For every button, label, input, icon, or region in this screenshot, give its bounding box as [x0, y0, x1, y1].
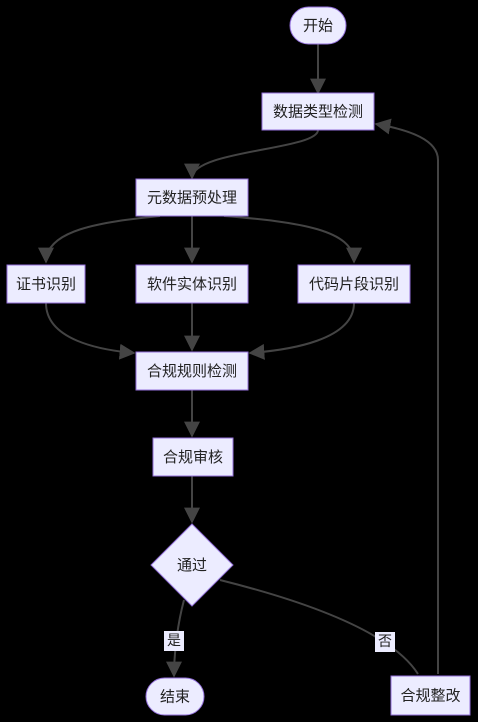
node-review-label: 合规审核 [163, 448, 223, 466]
edge-label-no-text: 否 [378, 634, 392, 650]
edge-preprocess-to-code [223, 215, 362, 264]
node-preprocess-label: 元数据预处理 [147, 189, 237, 207]
node-end: 结束 [145, 677, 205, 716]
edge-fix-to-type-check [374, 118, 439, 674]
edges [38, 44, 439, 678]
node-pass: 通过 [150, 523, 234, 607]
node-fix: 合规整改 [390, 675, 471, 716]
edge-label-yes-text: 是 [167, 633, 181, 649]
node-fix-label: 合规整改 [400, 687, 460, 705]
edge-label-yes: 是 [164, 631, 184, 651]
node-start-label: 开始 [303, 17, 333, 35]
node-start: 开始 [289, 6, 347, 45]
node-type-check: 数据类型检测 [261, 92, 375, 131]
node-software: 软件实体识别 [135, 264, 249, 304]
node-rule-check: 合规规则检测 [135, 351, 249, 391]
node-type-check-label: 数据类型检测 [273, 103, 363, 121]
node-code-label: 代码片段识别 [309, 275, 399, 293]
node-cert: 证书识别 [6, 264, 86, 304]
edge-cert-to-rule-check [45, 302, 136, 360]
node-pass-label: 通过 [177, 556, 207, 574]
edge-preprocess-to-cert [38, 215, 161, 264]
edge-pass-to-fix [219, 579, 419, 675]
node-code: 代码片段识别 [297, 264, 411, 304]
node-review: 合规审核 [152, 437, 234, 477]
edge-code-to-rule-check [248, 302, 355, 360]
node-preprocess: 元数据预处理 [135, 178, 249, 217]
node-rule-check-label: 合规规则检测 [147, 362, 237, 380]
node-software-label: 软件实体识别 [147, 275, 237, 293]
edge-type-check-to-preprocess [184, 129, 319, 180]
node-cert-label: 证书识别 [16, 275, 76, 293]
node-end-label: 结束 [160, 688, 190, 706]
edge-label-no: 否 [375, 632, 395, 652]
